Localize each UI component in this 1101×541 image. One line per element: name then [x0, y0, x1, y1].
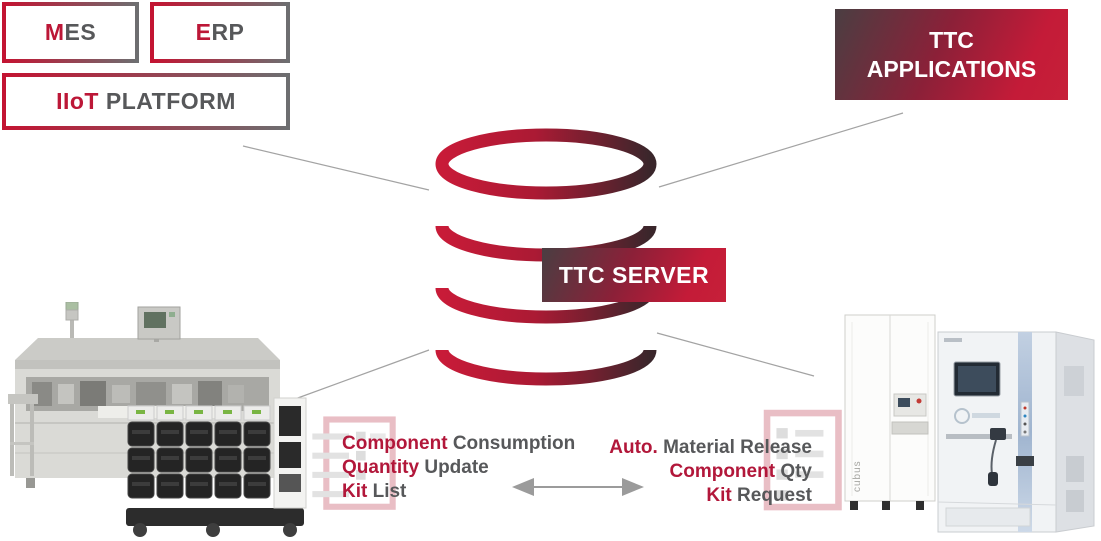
exchange-to-server-list: Component Consumption Quantity Update Ki… [342, 432, 592, 504]
connector-server-to-storage [656, 332, 815, 377]
node-erp-label-rest: RP [211, 19, 245, 45]
feeder-trolley [126, 397, 307, 537]
node-iiot-label-rest: PLATFORM [98, 88, 236, 114]
exchange-line: Component Consumption [342, 432, 592, 456]
exchange-line: Kit Request [580, 484, 812, 508]
node-mes: MES [2, 2, 139, 63]
node-iiot-label-em: IIoT [56, 88, 99, 114]
exchange-line: Quantity Update [342, 456, 592, 480]
node-erp: ERP [150, 2, 290, 63]
exchange-line-em: Auto. [609, 437, 658, 458]
connector-iiot-to-server [242, 145, 430, 191]
exchange-line-rest: Material Release [657, 437, 812, 458]
exchange-line-rest: Consumption [447, 433, 576, 454]
exchange-from-server-list: Auto. Material Release Component Qty Kit… [580, 436, 812, 508]
exchange-line-rest: Qty [775, 461, 812, 482]
connector-server-to-applications [658, 112, 904, 188]
connector-machines-to-server [294, 349, 430, 400]
cubus-storage-tower: cubus [844, 314, 936, 510]
exchange-line-rest: Request [731, 485, 812, 506]
node-mes-label-rest: ES [64, 19, 97, 45]
node-ttc-server: TTC SERVER [542, 248, 726, 302]
exchange-line: Component Qty [580, 460, 813, 484]
exchange-line-rest: Update [419, 457, 489, 478]
exchange-line-em: Component [342, 433, 448, 454]
exchange-line: Auto. Material Release [580, 436, 812, 460]
exchange-line-em: Kit [706, 485, 732, 506]
right-equipment-photo: cubus [844, 314, 1095, 533]
node-mes-label-em: M [44, 19, 65, 45]
exchange-line: Kit List [342, 480, 592, 504]
checklist-icon [312, 416, 396, 510]
left-equipment-photo [8, 302, 307, 537]
node-erp-label-em: E [195, 19, 212, 45]
node-ttc-applications: TTC APPLICATIONS [835, 9, 1068, 100]
cubus-label: cubus [852, 460, 863, 492]
node-iiot-platform: IIoT PLATFORM [2, 73, 290, 130]
exchange-line-rest: List [367, 481, 407, 502]
smd-storage-cabinet [937, 331, 1095, 533]
exchange-line-em: Quantity [342, 457, 420, 478]
checklist-icon [763, 409, 842, 511]
exchange-line-em: Kit [342, 481, 368, 502]
node-ttc-applications-label: TTC APPLICATIONS [866, 26, 1037, 82]
exchange-line-em: Component [669, 461, 776, 482]
node-ttc-server-label: TTC SERVER [558, 261, 710, 288]
